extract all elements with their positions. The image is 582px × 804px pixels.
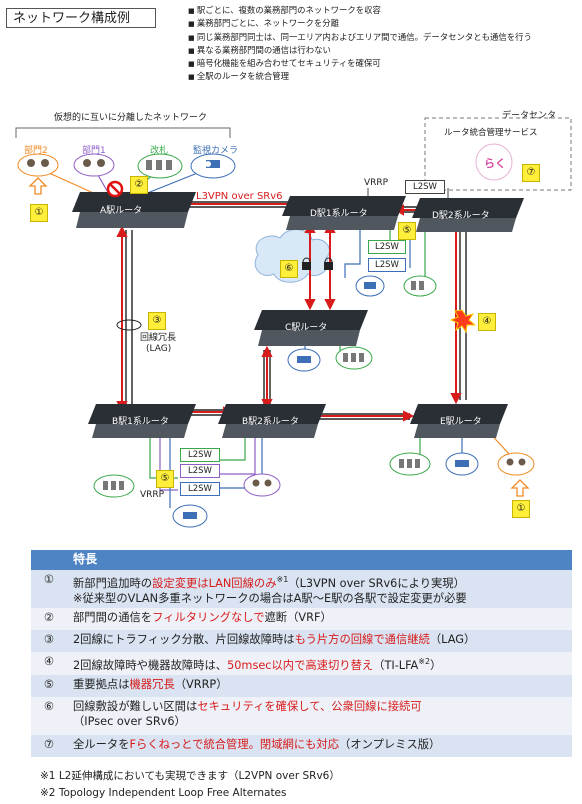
mgmt-service-label: ルータ統合管理サービス: [444, 128, 538, 138]
datacenter-box: [424, 117, 572, 191]
marker-1-e: ①: [512, 500, 530, 518]
camera-icon: [445, 452, 479, 476]
table-row: ① 新部門追加時の設定変更はLAN回線のみ※1（L3VPN over SRv6に…: [31, 570, 572, 608]
gate-icon: [389, 452, 431, 476]
camera-icon: [355, 275, 385, 297]
table-row: ② 部門間の通信をフィルタリングなしで遮断（VRF）: [31, 608, 572, 630]
l2sw-b-blue: L2SW: [180, 482, 220, 496]
page-title: ネットワーク構成例: [6, 8, 156, 28]
router-c-label: C駅ルータ: [285, 323, 328, 333]
bullet-item: 暗号化機能を組み合わせてセキュリティを確保可: [188, 57, 532, 70]
marker-3: ③: [148, 312, 166, 330]
add-dept-arrow-icon: [28, 177, 530, 497]
router-d1-label: D駅1系ルータ: [310, 209, 368, 219]
lock-icon: [302, 257, 333, 270]
datacenter-label: データセンタ: [502, 111, 557, 121]
frakunet-logo: [475, 143, 513, 181]
table-row: ③ 2回線にトラフィック分散、片回線故障時はもう片方の回線で通信継続（LAG）: [31, 630, 572, 652]
l2sw-d-green: L2SW: [368, 240, 406, 254]
gate-icon: [93, 474, 135, 498]
footnotes: ※1 L2延伸構成においても実現できます（L2VPN over SRv6） ※2…: [40, 768, 340, 802]
marker-2: ②: [130, 176, 148, 194]
dept1-people-icon: [73, 153, 115, 177]
router-b2: [218, 404, 326, 438]
router-a: [72, 192, 196, 228]
footnote: ※1 L2延伸構成においても実現できます（L2VPN over SRv6）: [40, 770, 340, 782]
router-e-label: E駅ルータ: [440, 417, 482, 427]
bullet-item: 全駅のルータを統合管理: [188, 70, 532, 83]
l2sw-b-purple: L2SW: [180, 464, 220, 478]
router-e: [410, 404, 508, 438]
bullet-item: 駅ごとに、複数の業務部門のネットワークを収容: [188, 4, 532, 17]
l2sw-b-green: L2SW: [180, 448, 220, 462]
gate-icon: [137, 153, 183, 179]
logo-text: らく: [484, 157, 506, 170]
router-b1: [88, 404, 196, 438]
separated-network-label: 仮想的に互いに分離したネットワーク: [54, 113, 208, 123]
bullet-item: 同じ業務部門同士は、同一エリア内およびエリア間で通信。データセンタとも通信を行う: [188, 31, 532, 44]
dept2-people-icon: [17, 153, 59, 177]
kaisatsu-label: 改札: [150, 146, 169, 156]
marker-6: ⑥: [280, 260, 298, 278]
dept1-people-icon: [243, 473, 281, 497]
features-table: 特長 ① 新部門追加時の設定変更はLAN回線のみ※1（L3VPN over SR…: [31, 550, 572, 757]
marker-7: ⑦: [522, 164, 540, 182]
features-header: 特長: [67, 550, 572, 570]
router-b1-label: B駅1系ルータ: [112, 417, 169, 427]
camera-icon: [190, 153, 236, 179]
marker-5-b: ⑤: [156, 470, 174, 488]
bullet-item: 異なる業務部門間の通信は行わない: [188, 44, 532, 57]
separated-network-bracket: [15, 127, 231, 138]
bullet-item: 業務部門ごとに、ネットワークを分離: [188, 17, 532, 30]
camera-icon: [287, 348, 321, 372]
camera-icon: [172, 504, 208, 528]
gate-icon: [335, 346, 373, 370]
router-d2: [412, 198, 524, 232]
l2sw-d-blue: L2SW: [368, 258, 406, 272]
summary-bullets: 駅ごとに、複数の業務部門のネットワークを収容 業務部門ごとに、ネットワークを分離…: [188, 4, 532, 84]
network-diagram: [15, 117, 572, 528]
vrrp-label-d: VRRP: [364, 178, 389, 188]
footnote: ※2 Topology Independent Loop Free Altern…: [40, 787, 287, 799]
routers: [72, 192, 524, 438]
failure-burst: [449, 309, 477, 334]
gate-icon: [403, 275, 437, 297]
marker-5-d: ⑤: [398, 222, 416, 240]
vrrp-label-b: VRRP: [140, 490, 165, 500]
dept2-label: 部門2: [24, 146, 48, 156]
lag-label: 回線冗長: [140, 333, 177, 343]
table-row: ⑤ 重要拠点は機器冗長（VRRP）: [31, 674, 572, 697]
dept1-label: 部門1: [82, 146, 106, 156]
table-row: ④ 2回線故障時や機器故障時は、50msec以内で高速切り替え（TI-LFA※2…: [31, 652, 572, 675]
l2sw-d-top: L2SW: [405, 180, 445, 194]
router-d1: [282, 196, 406, 230]
features-header-row: 特長: [31, 550, 572, 570]
dept2-people-icon: [497, 452, 535, 476]
l3vpn-label: L3VPN over SRv6: [196, 191, 283, 202]
marker-1-a: ①: [30, 204, 48, 222]
router-a-label: A駅ルータ: [100, 206, 143, 216]
block-icon: [106, 180, 124, 198]
router-b2-label: B駅2系ルータ: [242, 417, 299, 427]
router-d2-label: D駅2系ルータ: [432, 211, 490, 221]
camera-label: 監視カメラ: [193, 146, 239, 156]
marker-4: ④: [478, 313, 496, 331]
lag-ellipse: [116, 319, 142, 331]
router-c: [254, 310, 368, 346]
table-row: ⑦ 全ルータをFらくねっとで統合管理。閉域網にも対応（オンプレミス版）: [31, 734, 572, 757]
lag-sub-label: (LAG): [146, 344, 172, 354]
table-row: ⑥ 回線敷設が難しい区間はセキュリティを確保して、公衆回線に接続可（IPsec …: [31, 696, 572, 735]
